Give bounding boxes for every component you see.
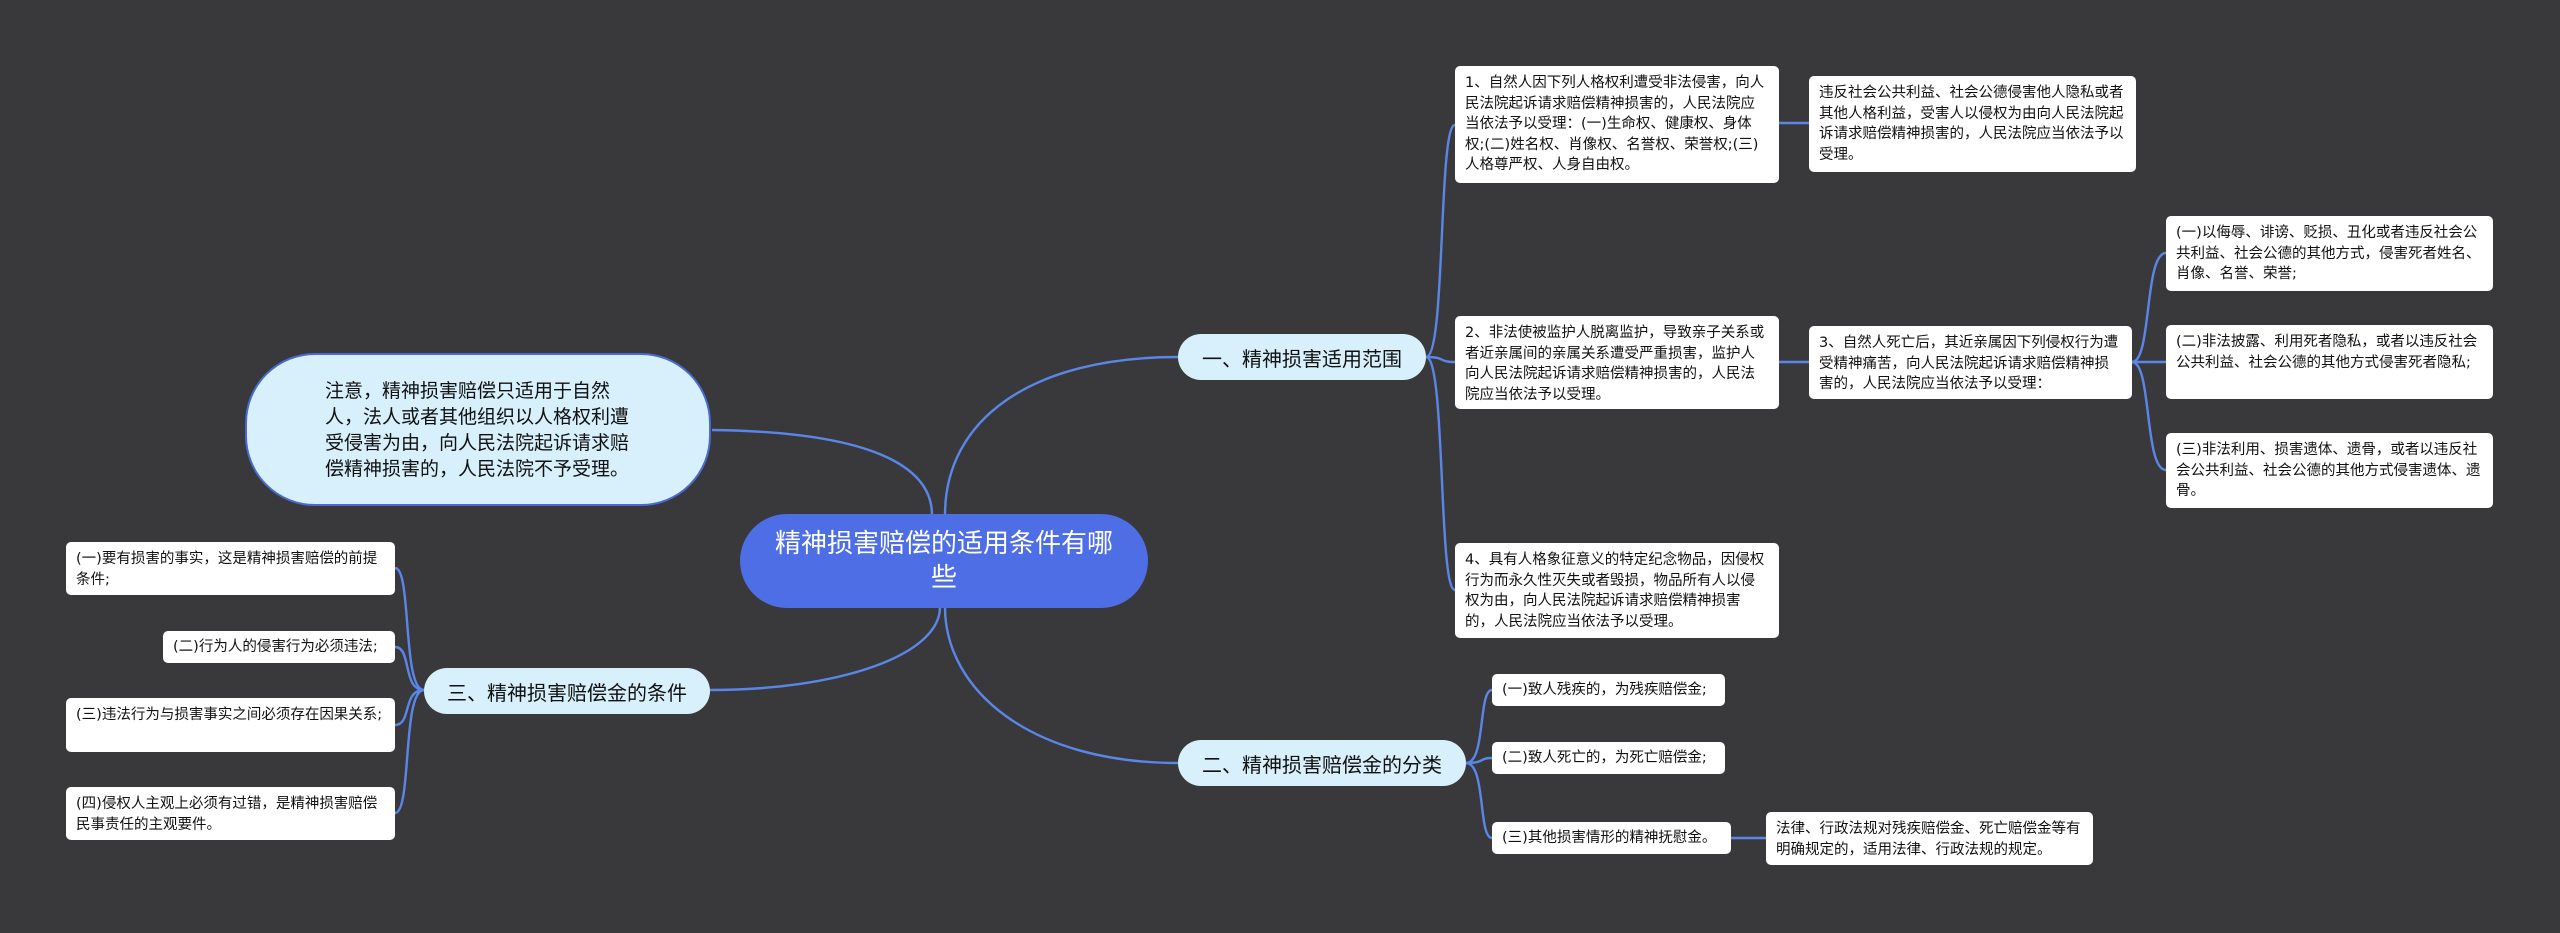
edge-root-branch3	[709, 606, 942, 692]
classification-item-3-detail[interactable]: 法律、行政法规对残疾赔偿金、死亡赔偿金等有明确规定的，适用法律、行政法规的规定。	[1766, 812, 2093, 865]
edge-root-note	[711, 428, 934, 516]
scope-item-1-detail[interactable]: 违反社会公共利益、社会公德侵害他人隐私或者其他人格利益，受害人以侵权为由向人民法…	[1809, 76, 2136, 172]
scope-item-4[interactable]: 4、具有人格象征意义的特定纪念物品，因侵权行为而永久性灭失或者毁损，物品所有人以…	[1455, 543, 1779, 638]
condition-item-3[interactable]: (三)违法行为与损害事实之间必须存在因果关系;	[66, 698, 395, 752]
edge-b1-item1	[1425, 123, 1457, 359]
classification-item-1[interactable]: (一)致人残疾的，为残疾赔偿金;	[1492, 674, 1725, 706]
edge-b2-item2	[1465, 756, 1493, 765]
edge-b1-item2	[1425, 355, 1456, 364]
edge-b2-item1	[1465, 688, 1493, 765]
note-bubble[interactable]: 注意，精神损害赔偿只适用于自然人，法人或者其他组织以人格权利遭受侵害为由，向人民…	[245, 353, 711, 506]
branch-scope[interactable]: 一、精神损害适用范围	[1178, 334, 1426, 380]
scope-item-3-sub-2[interactable]: (二)非法披露、利用死者隐私，或者以违反社会公共利益、社会公德的其他方式侵害死者…	[2166, 325, 2493, 399]
scope-item-2[interactable]: 2、非法使被监护人脱离监护，导致亲子关系或者近亲属间的亲属关系遭受严重损害，监护…	[1455, 316, 1779, 409]
classification-item-2[interactable]: (二)致人死亡的，为死亡赔偿金;	[1492, 742, 1725, 774]
branch-conditions-label: 三、精神损害赔偿金的条件	[447, 680, 687, 705]
branch-scope-label: 一、精神损害适用范围	[1202, 346, 1402, 371]
edge-item3-sub3	[2131, 360, 2167, 472]
note-text: 注意，精神损害赔偿只适用于自然人，法人或者其他组织以人格权利遭受侵害为由，向人民…	[325, 379, 630, 480]
edge-root-branch2	[943, 606, 1179, 765]
root-title: 精神损害赔偿的适用条件有哪些	[774, 529, 1113, 593]
branch-classification-label: 二、精神损害赔偿金的分类	[1202, 752, 1442, 777]
edge-b3-item1	[394, 566, 425, 692]
scope-item-3-sub-1[interactable]: (一)以侮辱、诽谤、贬损、丑化或者违反社会公共利益、社会公德的其他方式，侵害死者…	[2166, 216, 2493, 291]
edge-item3-sub1	[2131, 251, 2167, 364]
condition-item-4[interactable]: (四)侵权人主观上必须有过错，是精神损害赔偿民事责任的主观要件。	[66, 787, 395, 840]
classification-item-3[interactable]: (三)其他损害情形的精神抚慰金。	[1492, 822, 1731, 854]
scope-item-1[interactable]: 1、自然人因下列人格权利遭受非法侵害，向人民法院起诉请求赔偿精神损害的，人民法院…	[1455, 66, 1779, 183]
condition-item-2[interactable]: (二)行为人的侵害行为必须违法;	[163, 631, 395, 663]
edge-b3-item3	[394, 688, 425, 727]
branch-classification[interactable]: 二、精神损害赔偿金的分类	[1178, 740, 1466, 786]
edge-b3-item4	[394, 688, 425, 815]
edge-b1-item4	[1425, 355, 1457, 592]
branch-conditions[interactable]: 三、精神损害赔偿金的条件	[424, 668, 710, 714]
root-topic[interactable]: 精神损害赔偿的适用条件有哪些	[740, 514, 1148, 608]
edge-b2-item3	[1465, 761, 1493, 840]
scope-item-3-sub-3[interactable]: (三)非法利用、损害遗体、遗骨，或者以违反社会公共利益、社会公德的其他方式侵害遗…	[2166, 433, 2493, 508]
scope-item-3[interactable]: 3、自然人死亡后，其近亲属因下列侵权行为遭受精神痛苦，向人民法院起诉请求赔偿精神…	[1809, 326, 2132, 399]
edge-root-branch1	[943, 355, 1179, 516]
edge-b3-item2	[394, 645, 425, 692]
condition-item-1[interactable]: (一)要有损害的事实，这是精神损害赔偿的前提条件;	[66, 542, 395, 595]
